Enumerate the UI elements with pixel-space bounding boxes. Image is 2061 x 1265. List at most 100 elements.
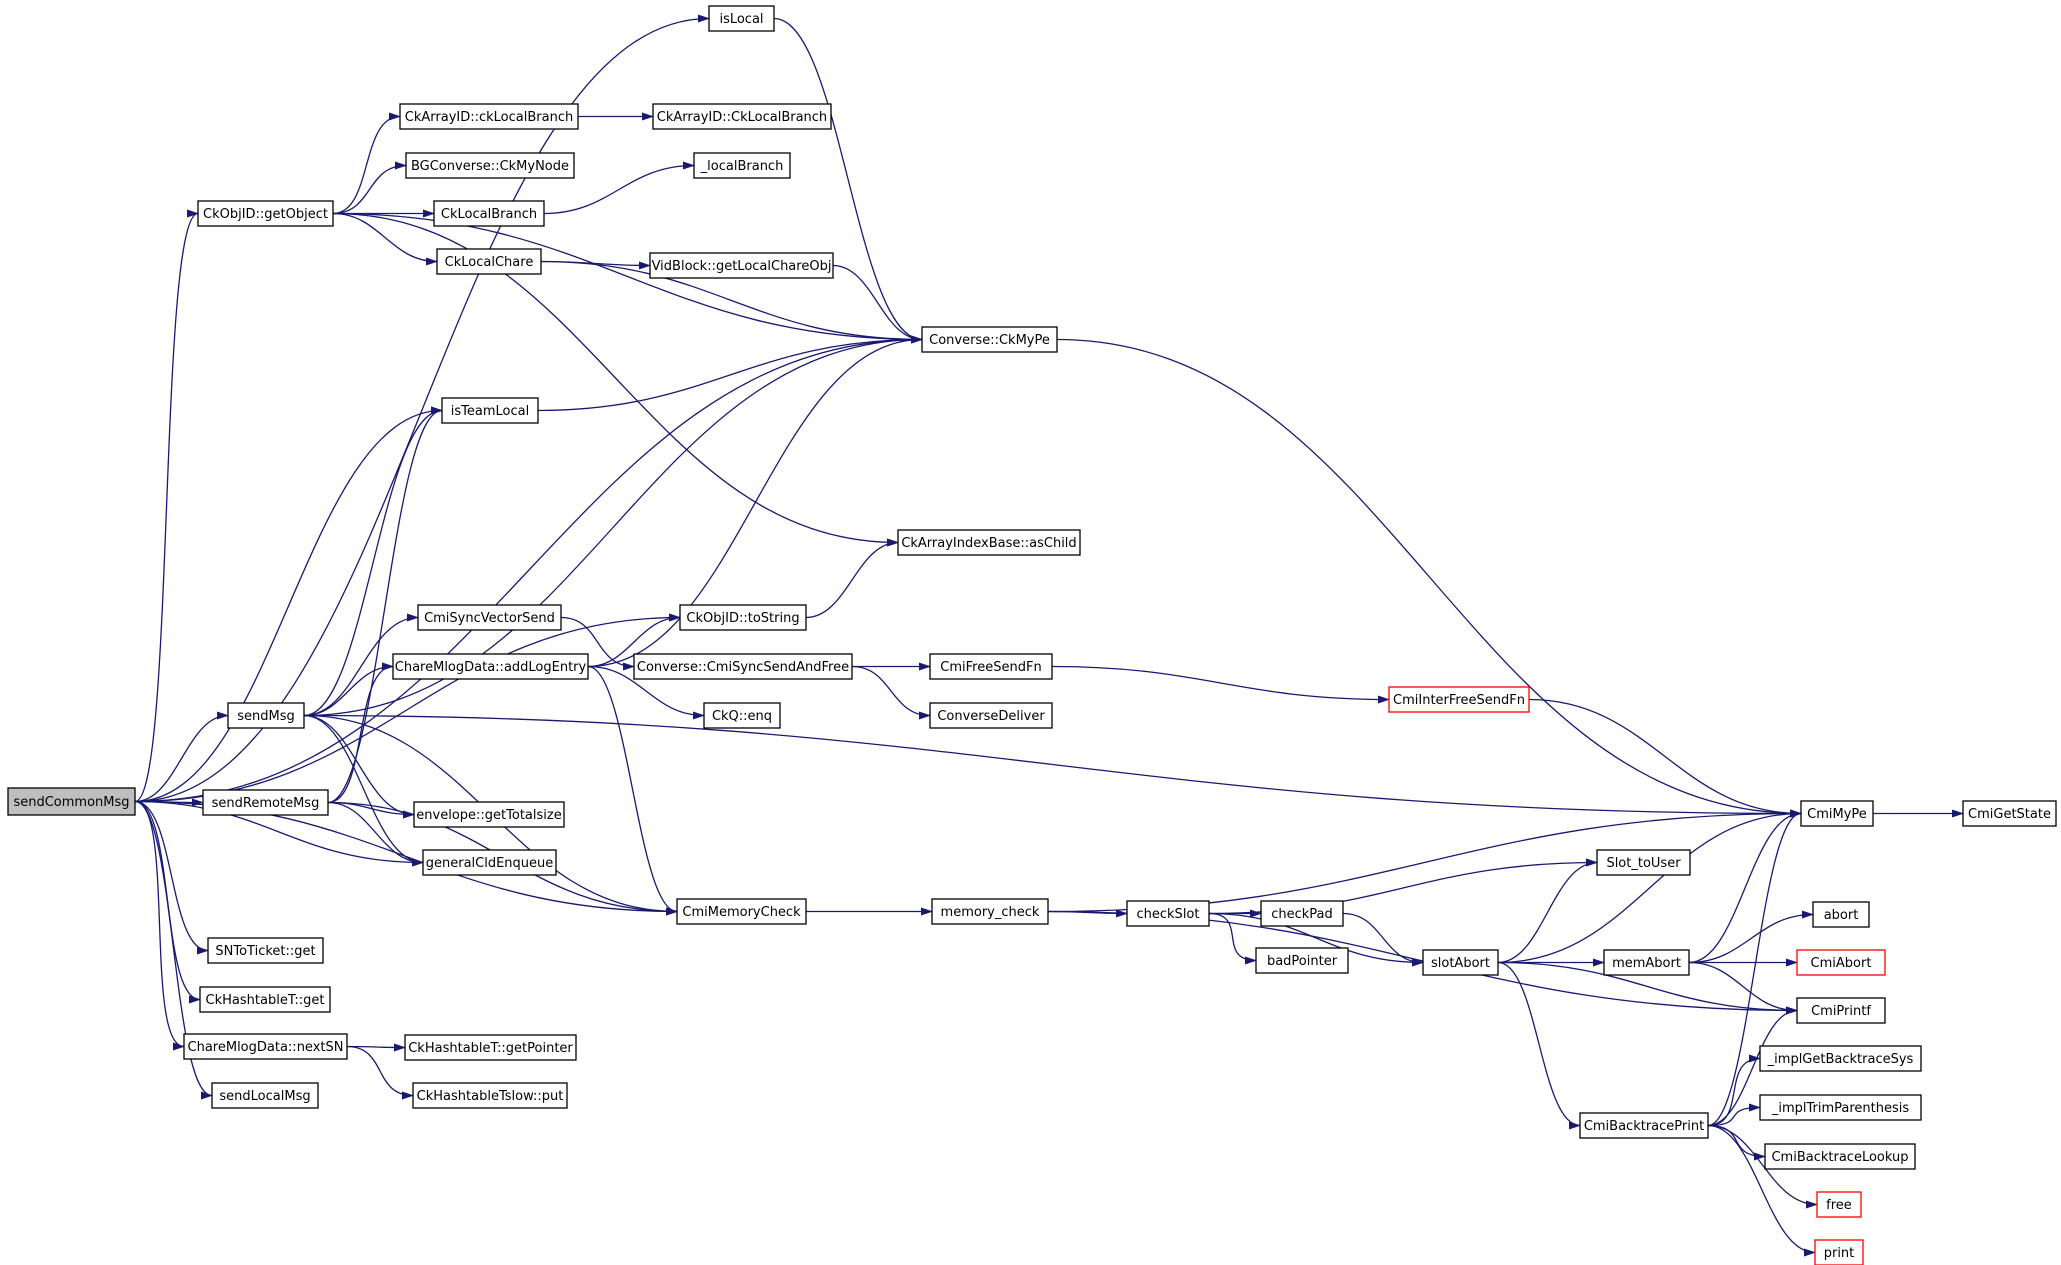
node-box xyxy=(211,1082,319,1109)
node-ConverseCkMyPe[interactable]: Converse::CkMyPe xyxy=(921,326,1058,353)
node-label: CmiMyPe xyxy=(1807,807,1867,822)
node-box xyxy=(1126,900,1210,927)
node-CmiMyPe[interactable]: CmiMyPe xyxy=(1800,800,1874,827)
edge-sendRemoteMsg-to-addLogEntry xyxy=(327,662,394,804)
node-box xyxy=(412,1082,568,1109)
edge-CmiBacktracePrint-to-CmiPrintf xyxy=(1707,1006,1798,1127)
node-abort[interactable]: abort xyxy=(1812,901,1870,928)
node-box xyxy=(633,653,853,680)
node-generalCldEnqueue[interactable]: generalCldEnqueue xyxy=(422,849,557,876)
node-sendMsg[interactable]: sendMsg xyxy=(227,702,305,729)
node-label: _implTrimParenthesis xyxy=(1771,1101,1910,1116)
node-CmiFreeSendFn[interactable]: CmiFreeSendFn xyxy=(929,653,1053,680)
node-ckLocalBranch[interactable]: CkArrayID::ckLocalBranch xyxy=(399,103,579,130)
edge-sendMsg-to-ConverseCkMyPe xyxy=(303,335,923,717)
edge-addLogEntry-to-CmiMemoryCheck xyxy=(587,665,678,916)
edge-getObject-to-asChild xyxy=(332,212,899,547)
node-sendRemoteMsg[interactable]: sendRemoteMsg xyxy=(202,789,329,816)
node-CmiMemoryCheck[interactable]: CmiMemoryCheck xyxy=(676,898,807,925)
node-CkLocalChare[interactable]: CkLocalChare xyxy=(436,248,542,275)
node-box xyxy=(1764,1143,1916,1170)
edge-sendMsg-to-CmiSyncVectorSend xyxy=(303,613,419,717)
node-sendLocalMsg[interactable]: sendLocalMsg xyxy=(211,1082,319,1109)
node-CmiPrintf[interactable]: CmiPrintf xyxy=(1796,997,1886,1024)
node-CkHashtableTget[interactable]: CkHashtableT::get xyxy=(199,986,331,1013)
node-box xyxy=(1816,1191,1862,1218)
node-CkLocalBranch[interactable]: CkLocalBranch xyxy=(433,200,545,227)
node-box xyxy=(1796,949,1886,976)
node-memory_check[interactable]: memory_check xyxy=(931,898,1049,925)
node-CkQenq[interactable]: CkQ::enq xyxy=(703,702,781,729)
node-label: Converse::CkMyPe xyxy=(929,333,1050,348)
node-checkPad[interactable]: checkPad xyxy=(1260,900,1344,927)
node-toString[interactable]: CkObjID::toString xyxy=(679,604,807,631)
node-CmiBacktracePrint[interactable]: CmiBacktracePrint xyxy=(1579,1112,1709,1139)
node-label: CkObjID::getObject xyxy=(203,207,328,222)
node-box xyxy=(1422,949,1499,976)
node-isTeamLocal[interactable]: isTeamLocal xyxy=(441,397,539,424)
edge-sendRemoteMsg-to-isTeamLocal xyxy=(327,406,443,804)
node-SNToTicket[interactable]: SNToTicket::get xyxy=(207,937,324,964)
node-checkSlot[interactable]: checkSlot xyxy=(1126,900,1210,927)
node-label: generalCldEnqueue xyxy=(426,856,554,871)
node-CmiGetState[interactable]: CmiGetState xyxy=(1962,800,2057,827)
node-label: ConverseDeliver xyxy=(937,709,1045,724)
node-box xyxy=(436,248,542,275)
node-label: _implGetBacktraceSys xyxy=(1767,1052,1914,1067)
node-asChild[interactable]: CkArrayIndexBase::asChild xyxy=(897,529,1081,556)
node-CmiInterFreeSendFn[interactable]: CmiInterFreeSendFn xyxy=(1388,686,1530,713)
node-ConverseDeliver[interactable]: ConverseDeliver xyxy=(929,702,1053,729)
node-CkHashtableTslowPut[interactable]: CkHashtableTslow::put xyxy=(412,1082,568,1109)
node-label: CkHashtableT::get xyxy=(206,993,325,1008)
node-box xyxy=(227,702,305,729)
edge-sendMsg-to-addLogEntry xyxy=(303,662,394,717)
node-box xyxy=(413,801,565,828)
node-label: CkLocalBranch xyxy=(441,207,537,222)
edge-sendCommonMsg-to-isTeamLocal xyxy=(134,406,443,803)
node-label: slotAbort xyxy=(1431,956,1490,971)
node-label: badPointer xyxy=(1267,954,1338,969)
edge-getObject-to-ConverseCkMyPe xyxy=(332,212,923,344)
node-layer: sendCommonMsg isLocalCkArrayID::ckLocalBr… xyxy=(7,5,2057,1265)
node-label: Converse::CmiSyncSendAndFree xyxy=(637,660,849,675)
node-CmiAbort[interactable]: CmiAbort xyxy=(1796,949,1886,976)
node-CmiBacktraceLookup[interactable]: CmiBacktraceLookup xyxy=(1764,1143,1916,1170)
node-box xyxy=(1260,900,1344,927)
node-isLocal[interactable]: isLocal xyxy=(708,5,775,32)
edge-addLogEntry-to-ConverseCkMyPe xyxy=(587,335,923,668)
edge-sendCommonMsg-to-getObject xyxy=(134,209,199,803)
node-memAbort[interactable]: memAbort xyxy=(1603,949,1690,976)
node-CmiSyncVectorSend[interactable]: CmiSyncVectorSend xyxy=(417,604,562,631)
node-getObject[interactable]: CkObjID::getObject xyxy=(197,200,334,227)
node-free[interactable]: free xyxy=(1816,1191,1862,1218)
node-SlotToUser[interactable]: Slot_toUser xyxy=(1596,849,1691,876)
edge-sendCommonMsg-to-toString xyxy=(134,613,681,803)
node-box xyxy=(693,152,791,179)
node-print[interactable]: print xyxy=(1814,1239,1864,1265)
node-sendCommonMsg[interactable]: sendCommonMsg xyxy=(7,787,136,816)
node-box xyxy=(1388,686,1530,713)
node-badPointer[interactable]: badPointer xyxy=(1255,947,1349,974)
node-label: checkPad xyxy=(1271,907,1333,922)
edge-memAbort-to-CmiMyPe xyxy=(1688,809,1802,964)
node-CkLocalBranchA[interactable]: CkArrayID::CkLocalBranch xyxy=(652,103,832,130)
edge-CmiBacktracePrint-to-print xyxy=(1707,1124,1816,1257)
node-implTrimParenthesis[interactable]: _implTrimParenthesis xyxy=(1759,1094,1922,1121)
node-getLocalChareObj[interactable]: VidBlock::getLocalChareObj xyxy=(649,252,834,279)
node-implGetBacktraceSys[interactable]: _implGetBacktraceSys xyxy=(1759,1045,1922,1072)
node-_localBranch[interactable]: _localBranch xyxy=(693,152,791,179)
edge-CkLocalChare-to-ConverseCkMyPe xyxy=(540,260,923,344)
node-getTotalsize[interactable]: envelope::getTotalsize xyxy=(413,801,565,828)
node-box xyxy=(931,898,1049,925)
node-slotAbort[interactable]: slotAbort xyxy=(1422,949,1499,976)
node-nextSN[interactable]: ChareMlogData::nextSN xyxy=(183,1033,348,1060)
node-box xyxy=(929,702,1053,729)
node-CmiSyncSendAndFree[interactable]: Converse::CmiSyncSendAndFree xyxy=(633,653,853,680)
node-addLogEntry[interactable]: ChareMlogData::addLogEntry xyxy=(392,653,589,680)
edge-CmiBacktracePrint-to-CmiBacktraceLookup xyxy=(1707,1124,1766,1161)
node-getPointer[interactable]: CkHashtableT::getPointer xyxy=(404,1034,577,1061)
node-box xyxy=(1759,1045,1922,1072)
node-box xyxy=(1800,800,1874,827)
node-BGCkMyNode[interactable]: BGConverse::CkMyNode xyxy=(405,152,575,179)
